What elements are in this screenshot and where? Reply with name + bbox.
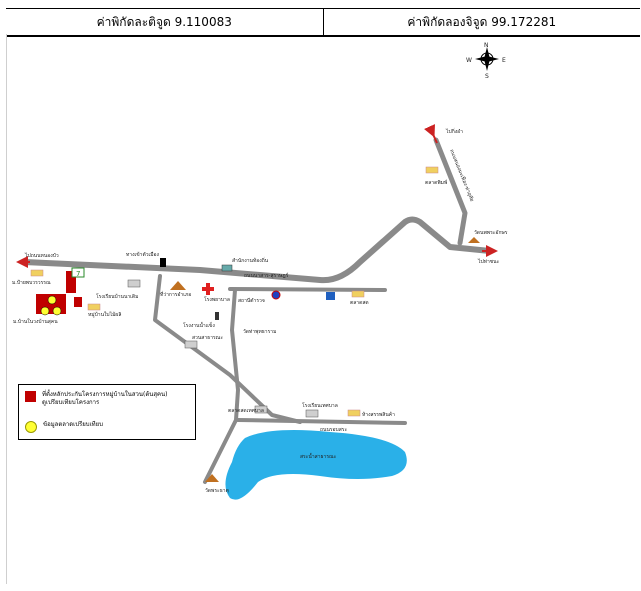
compass-s: S [485, 73, 489, 80]
label-market-e: ตลาดสด [350, 300, 369, 306]
label-canal-mid: วัดท่าพุทธาราม [243, 329, 276, 335]
label-pond-road: ถนนรอบสระ [320, 427, 347, 433]
coordinate-header: ค่าพิกัดละติจูด 9.110083 ค่าพิกัดลองจิจู… [6, 8, 640, 37]
longitude-label: ค่าพิกัดลองจิจูด 99.172281 [322, 9, 641, 35]
west-branch-road [153, 274, 302, 424]
road-network [21, 137, 493, 484]
label-north-dest: ไปกิ่งอำ [445, 128, 463, 135]
label-park: สวนสาธารณะ [192, 335, 223, 341]
hospital-cross-icon [202, 283, 214, 295]
seven-eleven-icon [71, 267, 85, 278]
map-legend: ที่ตั้งหลักประกันโครงการหมู่บ้านในสวน(ต้… [18, 384, 196, 440]
latitude-label: ค่าพิกัดละติจูด 9.110083 [96, 14, 232, 29]
label-fresh-market: ตลาดสดเทศบาล [228, 408, 264, 414]
compass-rose: N S E W [466, 42, 506, 80]
building-icon-nw [30, 269, 44, 277]
school-icon-east [305, 409, 319, 418]
label-junction-nw: ทางเข้าตัวเมือง [126, 251, 160, 258]
label-market-ne: ตลาดพิมพ์ [425, 179, 447, 186]
building-icon-row [87, 303, 101, 311]
label-hospital: โรงพยาบาล [204, 296, 230, 303]
store-icon [347, 409, 361, 417]
police-icon [271, 290, 281, 300]
label-pond: สระน้ำสาธารณะ [300, 451, 337, 460]
north-arrow [424, 124, 438, 144]
label-temple-sw: วัดพระธาตุ [205, 488, 229, 494]
office-icon [221, 264, 233, 272]
label-hall: ที่ว่าการอำเภอ [160, 291, 191, 298]
frame-left-rule [6, 34, 7, 584]
black-sign-icon [160, 258, 166, 267]
temple-icon-sw [205, 474, 219, 482]
label-house-nw: ม.ป้ายพบวรวรรณ [12, 279, 51, 286]
label-police: สถานีตำรวจ [238, 297, 265, 304]
factory-icon [215, 312, 219, 320]
label-gov-office: สำนักงานท้องถิ่น [232, 257, 269, 264]
label-seven-eleven: 7 [76, 270, 80, 278]
south-road [203, 288, 240, 484]
label-school-east: โรงเรียนเทศบาล [302, 402, 338, 409]
legend-yellow-dot-icon [25, 421, 37, 433]
label-factory: โรงงานน้ำแข็ง [183, 320, 215, 329]
legend-item-project: ที่ตั้งหลักประกันโครงการหมู่บ้านในสวน(ต้… [25, 391, 167, 407]
bus-icon-mid [127, 279, 141, 288]
label-row-nw: หมู่บ้านใบไม้ผลิ [88, 311, 121, 318]
label-dept-store: ห้างสรรพสินค้า [362, 411, 395, 418]
landmark-icons [30, 166, 480, 482]
main-road [21, 216, 493, 284]
legend-red-square-icon [25, 391, 36, 402]
legend-market-text: ข้อมูลตลาดเปรียบเทียบ [43, 421, 103, 428]
label-east-road: ถนนนาสาร-สุราษฎร์ [244, 272, 289, 279]
east-spur-road [228, 287, 387, 292]
compass-n: N [484, 42, 489, 49]
bank-icon [326, 292, 335, 300]
market-icon-e [351, 290, 365, 298]
market-icon-ne [425, 166, 439, 174]
label-project-site: ม.บ้านในวงบ้านสุคน [13, 318, 58, 325]
bus-icon-south [184, 340, 198, 349]
label-east-dest: ไปท่าชนะ [477, 258, 500, 265]
legend-project-text: ที่ตั้งหลักประกันโครงการหมู่บ้านในสวน(ต้… [42, 391, 168, 406]
temple-icon-mid [170, 281, 186, 290]
bus-icon-pond [254, 405, 268, 414]
label-temple-ne: วัดนพพระอักษร [474, 230, 508, 236]
compass-w: W [466, 57, 472, 64]
label-west-dest: ไปถนนหนองบัว [24, 252, 59, 259]
public-pond [225, 430, 407, 500]
legend-item-market: ข้อมูลตลาดเปรียบเทียบ [25, 421, 103, 433]
temple-icon-ne [468, 237, 480, 243]
pond-road [236, 418, 407, 425]
compass-e: E [502, 57, 506, 64]
north-road [433, 137, 468, 246]
project-site [36, 271, 82, 316]
label-school-mid: โรงเรียนบ้านนาเดิม [96, 293, 138, 300]
